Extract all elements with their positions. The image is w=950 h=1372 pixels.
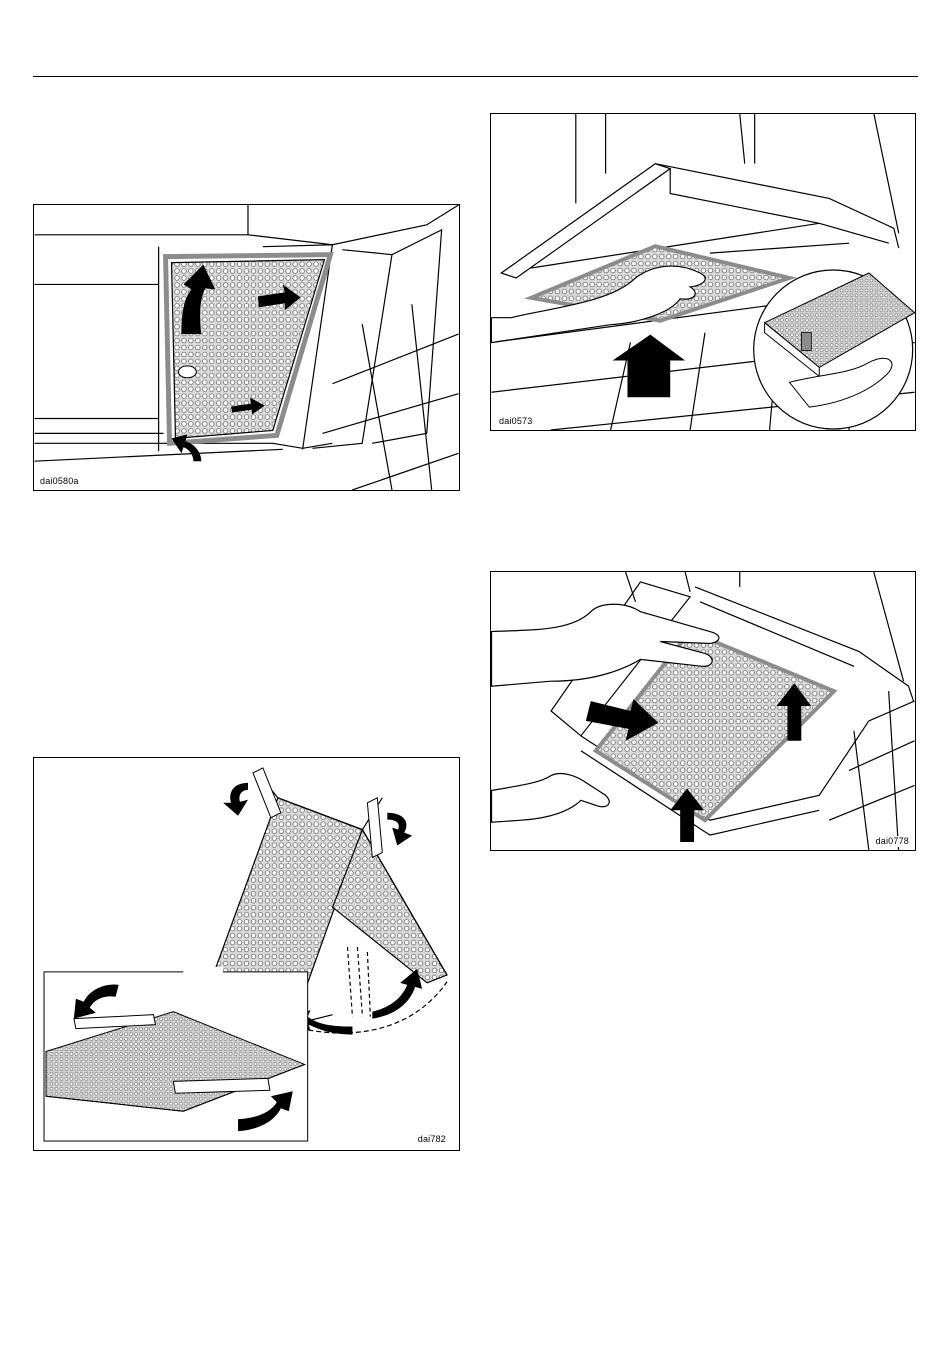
curved-arrow-icon xyxy=(223,783,248,816)
figure-label: dai782 xyxy=(417,1134,447,1145)
figure-filter-fold-d: dai782 xyxy=(33,757,460,1151)
figure-filter-removal-a: dai0580a xyxy=(33,204,460,491)
illustration-hood-underside xyxy=(34,205,459,490)
figure-filter-insert-c: dai0778 xyxy=(490,571,916,851)
figure-label: dai0778 xyxy=(875,836,910,847)
illustration-filter-fold xyxy=(34,758,459,1150)
figure-label: dai0580a xyxy=(39,476,80,487)
figure-label: dai0573 xyxy=(498,416,533,427)
hand-icon-lower xyxy=(492,774,610,823)
header-rule xyxy=(33,76,918,77)
curved-arrow-icon-right xyxy=(387,813,412,846)
illustration-filter-lift xyxy=(491,114,915,430)
figure-filter-removal-b: dai0573 xyxy=(490,113,916,431)
illustration-filter-insert xyxy=(491,572,915,850)
curved-arrow-icon-bottom-right xyxy=(372,969,422,1019)
arrow-curve-icon xyxy=(172,434,202,461)
arrow-up-icon xyxy=(613,335,686,398)
